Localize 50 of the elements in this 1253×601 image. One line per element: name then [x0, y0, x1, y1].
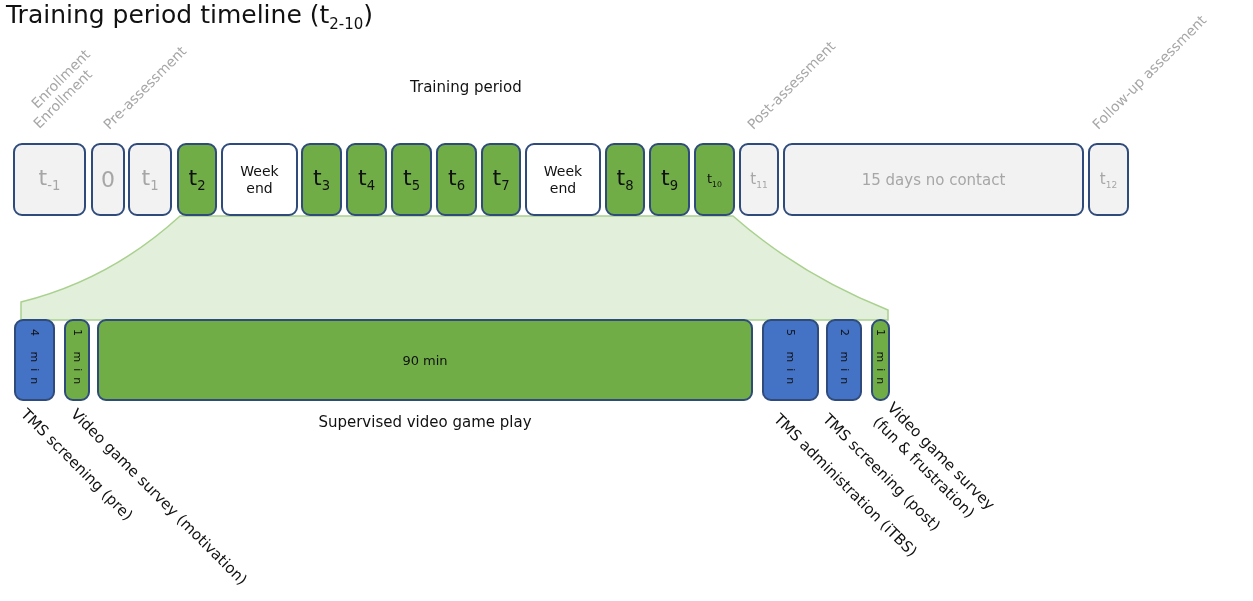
- step-label: 5 min: [785, 329, 796, 391]
- step-label: t$_{1}$: [141, 165, 159, 194]
- step-label: t$_{6}$: [448, 165, 465, 194]
- step-label: t$_{10}$: [707, 170, 722, 189]
- weekend-box: [525, 143, 601, 216]
- step-label: 4 min: [29, 329, 40, 391]
- step-label: Week end: [542, 163, 584, 196]
- diagram-title: Training period timeline (t$_{2-10}$): [6, 0, 374, 33]
- training-day-box: [649, 143, 690, 216]
- training-day-box: [481, 143, 521, 216]
- step-label: 2 min: [838, 329, 850, 391]
- timeline-day-box: [1088, 143, 1129, 216]
- step-label: 15 days no contact: [861, 170, 1006, 189]
- step-label: t$_{3}$: [313, 165, 330, 194]
- training-day-box: [605, 143, 645, 216]
- game-step-box: [64, 319, 90, 401]
- zoom-band: [20, 215, 890, 321]
- step-label: t$_{4}$: [358, 165, 375, 194]
- tms-step-box: [762, 319, 819, 401]
- timeline-day-box: [91, 143, 125, 216]
- step-label: Week end: [239, 163, 280, 196]
- training-day-box: [694, 143, 735, 216]
- step-label: 0: [101, 167, 115, 192]
- period-label: Training period: [410, 78, 522, 96]
- timeline-day-box: [128, 143, 172, 216]
- game-step-box: [871, 319, 890, 401]
- step-label: t$_{5}$: [403, 165, 420, 194]
- step-label: t$_{8}$: [616, 165, 634, 194]
- weekend-box: [221, 143, 298, 216]
- step-caption: Supervised video game play: [317, 413, 533, 431]
- training-day-box: [301, 143, 342, 216]
- step-label: 90 min: [402, 352, 448, 368]
- step-label: 1 min: [71, 329, 83, 391]
- step-label: 1 min: [875, 329, 886, 391]
- timeline-day-box: [739, 143, 779, 216]
- training-day-box: [177, 143, 217, 216]
- step-label: t$_{7}$: [492, 165, 510, 194]
- step-label: t$_{2}$: [188, 165, 206, 194]
- training-day-box: [436, 143, 477, 216]
- step-label: t$_{12}$: [1099, 169, 1118, 190]
- step-label: t$_{-1}$: [38, 165, 61, 194]
- tms-step-box: [14, 319, 55, 401]
- timeline-day-box: [13, 143, 86, 216]
- timeline-day-box: [783, 143, 1084, 216]
- training-day-box: [346, 143, 387, 216]
- step-label: t$_{9}$: [661, 165, 678, 194]
- training-day-box: [391, 143, 432, 216]
- game-step-box: [97, 319, 753, 401]
- step-label: t$_{11}$: [750, 169, 768, 190]
- tms-step-box: [826, 319, 862, 401]
